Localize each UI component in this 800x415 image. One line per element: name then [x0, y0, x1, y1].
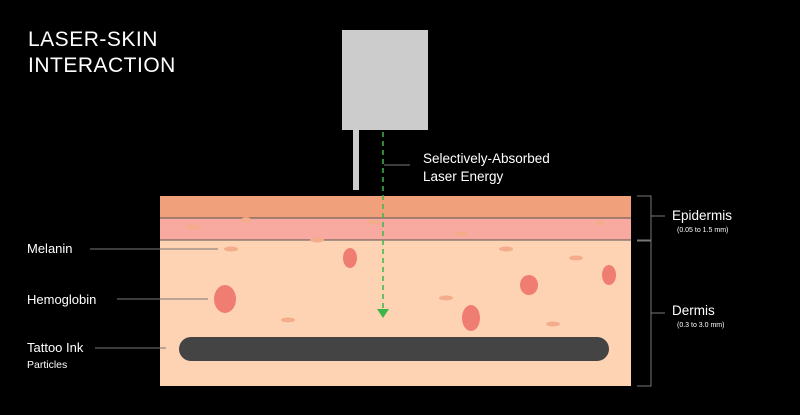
- dermis-bracket: [637, 240, 652, 387]
- melanin-particle: [594, 220, 606, 226]
- laser-label-line-1: Selectively-Absorbed: [423, 151, 550, 166]
- laser-device-nozzle: [353, 130, 359, 190]
- hemoglobin-cell: [520, 275, 538, 295]
- hemoglobin-cell: [343, 248, 357, 268]
- hemoglobin-label: Hemoglobin: [27, 292, 96, 307]
- dermis-label: Dermis: [672, 303, 715, 318]
- laser-label-line-2: Laser Energy: [423, 169, 504, 184]
- melanin-particle: [454, 231, 468, 237]
- laser-device-body: [342, 30, 428, 130]
- dermis-layer: [160, 240, 631, 386]
- epidermis-bracket: [637, 195, 652, 241]
- melanin-label: Melanin: [27, 241, 73, 256]
- tattoo-label-line-1: Tattoo Ink: [27, 340, 84, 355]
- melanin-particle: [368, 219, 380, 225]
- melanin-particle: [439, 295, 453, 301]
- epidermis-top-layer: [160, 196, 631, 218]
- melanin-particle: [546, 321, 560, 327]
- melanin-particle: [186, 224, 200, 230]
- epidermis-range: (0.05 to 1.5 mm): [677, 227, 728, 234]
- melanin-particles: [186, 217, 606, 327]
- title-line-2: INTERACTION: [28, 54, 176, 77]
- melanin-particle: [281, 317, 295, 323]
- epidermis-label: Epidermis: [672, 208, 732, 223]
- tattoo-ink-particles: [179, 337, 609, 361]
- hemoglobin-cells: [214, 248, 616, 331]
- tattoo-label-line-2: Particles: [27, 359, 67, 371]
- hemoglobin-cell: [602, 265, 616, 285]
- diagram-title: LASER-SKIN INTERACTION: [28, 27, 176, 79]
- title-line-1: LASER-SKIN: [28, 28, 158, 51]
- melanin-particle: [569, 255, 583, 261]
- melanin-particle: [499, 246, 513, 252]
- hemoglobin-cell: [462, 305, 480, 331]
- laser-beam-arrowhead: [377, 309, 389, 318]
- epidermis-bottom-layer: [160, 218, 631, 240]
- melanin-particle: [310, 237, 324, 243]
- melanin-particle: [240, 217, 252, 223]
- dermis-range: (0.3 to 3.0 mm): [677, 322, 724, 329]
- melanin-particle: [224, 246, 238, 252]
- hemoglobin-cell: [214, 285, 236, 313]
